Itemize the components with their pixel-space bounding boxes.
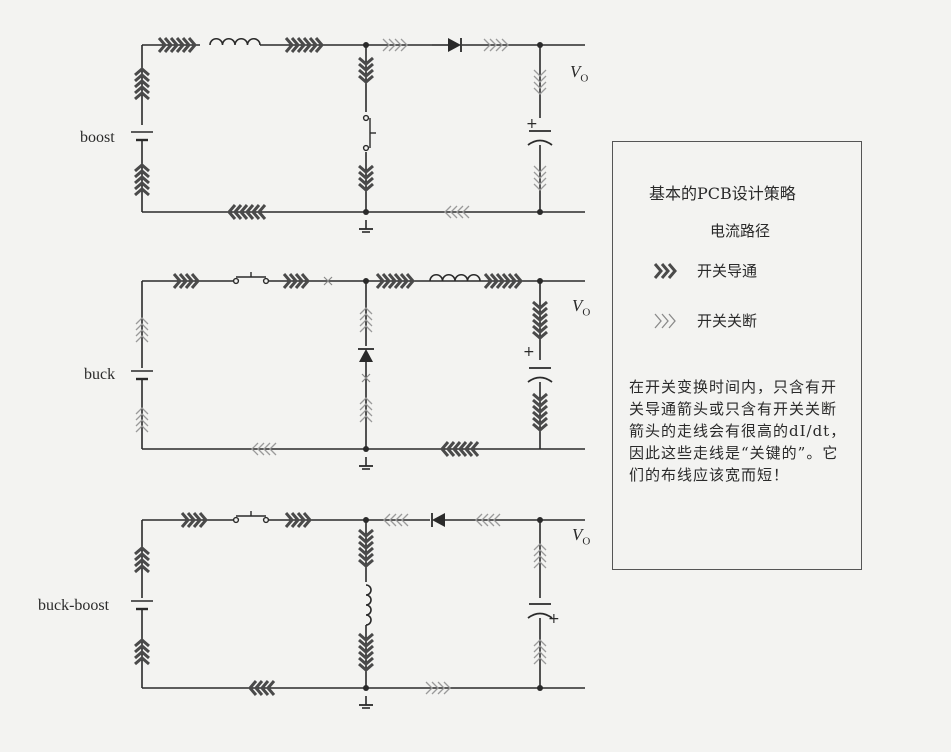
junction-dot — [537, 278, 543, 284]
junction-dot — [363, 446, 369, 452]
panel-note: 在开关变换时间内，只含有开关导通箭头或只含有开关关断箭头的走线会有很高的dI/d… — [629, 378, 847, 484]
legend-switch-off: 开关关断 — [653, 310, 757, 331]
legend-switch-on: 开关导通 — [653, 260, 757, 281]
switch-on-current-arrow — [282, 273, 310, 289]
junction-dot — [537, 685, 543, 691]
diode — [432, 513, 445, 527]
legend-switch-off-label: 开关关断 — [697, 312, 758, 330]
capacitor-plate — [527, 612, 553, 619]
inductor — [365, 584, 372, 626]
switch-on-current-arrow — [532, 392, 548, 432]
switch-contact — [362, 114, 370, 122]
switch-on-current-arrow — [284, 512, 312, 528]
polarity-mark: + — [526, 116, 538, 132]
switch-on-current-arrow — [134, 163, 150, 197]
switch-on-current-arrow — [358, 164, 374, 192]
inductor — [429, 273, 481, 282]
boost-label: boost — [80, 129, 115, 146]
switch-on-current-arrow — [284, 37, 324, 53]
x-mark — [361, 373, 371, 383]
junction-dot — [537, 42, 543, 48]
hollow-chevron-icon — [654, 313, 676, 328]
switch-off-current-arrow — [135, 317, 149, 343]
switch-on-current-arrow — [134, 67, 150, 101]
switch-contact — [232, 516, 240, 524]
diode — [448, 38, 461, 52]
switch-contact — [262, 516, 270, 524]
buck-boost-label: buck-boost — [38, 597, 110, 614]
switch-off-current-arrow — [475, 513, 501, 527]
switch-on-current-arrow — [180, 512, 208, 528]
junction-dot — [537, 517, 543, 523]
switch-off-current-arrow — [425, 681, 451, 695]
switch-off-current-arrow — [359, 397, 373, 423]
junction-dot — [363, 278, 369, 284]
switch-contact — [262, 277, 270, 285]
legend-switch-on-label: 开关导通 — [697, 262, 758, 280]
switch-off-current-arrow — [533, 639, 547, 665]
switch-off-current-arrow — [533, 165, 547, 191]
switch-on-current-arrow — [358, 528, 374, 568]
switch-on-current-arrow — [375, 273, 415, 289]
polarity-mark: + — [548, 611, 560, 627]
legend-panel: 基本的PCB设计策略 电流路径 开关导通 开关关断 在开关变换时间内，只含有开关… — [612, 141, 862, 570]
switch-off-current-arrow — [135, 407, 149, 433]
switch-contact — [362, 144, 370, 152]
panel-subtitle: 电流路径 — [710, 222, 771, 240]
switch-off-current-arrow — [359, 307, 373, 333]
capacitor-plate — [527, 139, 553, 146]
filled-chevron-icon — [653, 262, 677, 279]
buck-label: buck — [84, 366, 116, 383]
capacitor-plate — [527, 376, 553, 383]
switch-on-current-arrow — [157, 37, 197, 53]
panel-title: 基本的PCB设计策略 — [649, 184, 796, 203]
switch-on-current-arrow — [483, 273, 523, 289]
vo-label-boost: VO — [570, 62, 589, 85]
switch-on-current-arrow — [134, 638, 150, 666]
switch-on-current-arrow — [248, 680, 276, 696]
switch-off-current-arrow — [533, 543, 547, 569]
vo-label-buck: VO — [572, 296, 591, 319]
vo-label-buck-boost: VO — [572, 525, 591, 548]
switch-off-current-arrow — [483, 38, 509, 52]
switch-off-current-arrow — [251, 442, 277, 456]
polarity-mark: + — [523, 344, 535, 360]
diode — [359, 349, 373, 362]
switch-on-current-arrow — [134, 546, 150, 574]
switch-on-current-arrow — [440, 441, 480, 457]
junction-dot — [363, 685, 369, 691]
switch-on-current-arrow — [172, 273, 200, 289]
switch-on-current-arrow — [358, 56, 374, 84]
switch-on-current-arrow — [358, 632, 374, 672]
switch-on-current-arrow — [227, 204, 267, 220]
junction-dot — [363, 517, 369, 523]
switch-off-current-arrow — [382, 38, 408, 52]
junction-dot — [537, 209, 543, 215]
switch-off-current-arrow — [383, 513, 409, 527]
inductor — [209, 37, 261, 46]
switch-contact — [232, 277, 240, 285]
switch-on-current-arrow — [532, 300, 548, 340]
switch-off-current-arrow — [533, 69, 547, 95]
switch-off-current-arrow — [444, 205, 470, 219]
x-mark — [323, 276, 333, 286]
junction-dot — [363, 209, 369, 215]
junction-dot — [363, 42, 369, 48]
